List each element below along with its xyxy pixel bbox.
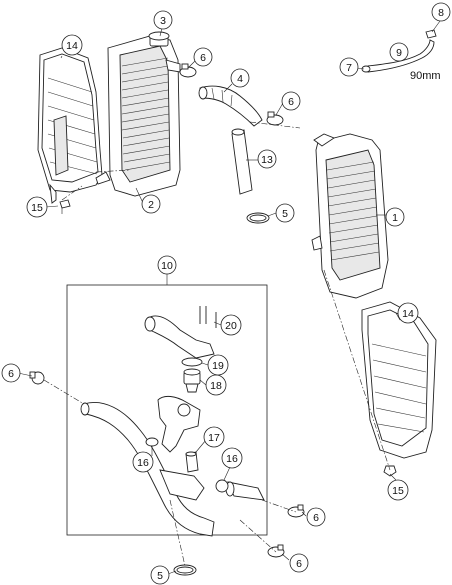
callout-18: 18 xyxy=(205,374,227,396)
callout-16-right: 16 xyxy=(221,447,243,469)
radiator-hose xyxy=(198,85,263,127)
svg-text:6: 6 xyxy=(288,96,294,108)
hose-clamp-top-left xyxy=(179,63,197,78)
o-ring xyxy=(181,357,203,367)
svg-text:20: 20 xyxy=(225,320,237,332)
callout-17: 17 xyxy=(203,426,225,448)
svg-text:2: 2 xyxy=(148,199,154,211)
callout-1: 1 xyxy=(385,207,405,227)
screw-left xyxy=(59,199,71,214)
svg-text:6: 6 xyxy=(313,512,319,524)
callout-6-top-left: 6 xyxy=(193,47,213,67)
callout-20: 20 xyxy=(220,314,242,336)
callout-7: 7 xyxy=(339,57,359,77)
callout-6-bottom: 6 xyxy=(289,553,309,573)
callout-15-right: 15 xyxy=(387,479,409,501)
callout-19: 19 xyxy=(207,354,229,376)
right-radiator xyxy=(311,133,389,299)
svg-text:6: 6 xyxy=(200,52,206,64)
callout-6-top-right: 6 xyxy=(281,91,301,111)
svg-text:5: 5 xyxy=(157,570,163,582)
callout-8: 8 xyxy=(431,2,451,22)
bleed-hose xyxy=(361,29,437,73)
band-clamp-left xyxy=(145,437,159,447)
svg-text:6: 6 xyxy=(8,368,14,380)
hose-clamp-left xyxy=(29,371,45,385)
callout-9: 9 xyxy=(389,42,409,62)
callout-14-left: 14 xyxy=(61,34,83,56)
thermostat-housing xyxy=(157,395,201,453)
callout-2: 2 xyxy=(141,194,161,214)
callout-3: 3 xyxy=(153,10,173,30)
svg-text:14: 14 xyxy=(402,308,414,320)
hose-length-label: 90mm xyxy=(410,70,441,82)
coolant-tube xyxy=(231,128,253,195)
svg-text:15: 15 xyxy=(31,202,43,214)
callout-10: 10 xyxy=(157,255,177,275)
svg-text:18: 18 xyxy=(210,380,222,392)
thermostat xyxy=(183,368,201,393)
svg-text:16: 16 xyxy=(226,453,238,465)
svg-text:17: 17 xyxy=(208,432,220,444)
callout-16-left: 16 xyxy=(132,451,154,473)
callout-4: 4 xyxy=(230,68,250,88)
svg-text:3: 3 xyxy=(160,15,166,27)
hose-clamp-band-upper xyxy=(246,212,270,224)
band-clamp-right xyxy=(215,479,229,493)
hose-clamp-top-right xyxy=(266,111,284,126)
svg-text:5: 5 xyxy=(282,208,288,220)
hose-clamp-lower-right xyxy=(287,504,305,518)
pins xyxy=(199,306,217,328)
svg-text:13: 13 xyxy=(261,154,273,166)
svg-text:8: 8 xyxy=(438,7,444,19)
svg-text:15: 15 xyxy=(392,485,404,497)
callout-6-left: 6 xyxy=(1,363,21,383)
svg-text:19: 19 xyxy=(212,360,224,372)
thermostat-upper-hose xyxy=(144,315,215,359)
svg-text:6: 6 xyxy=(296,558,302,570)
svg-text:10: 10 xyxy=(161,260,173,272)
leader-lines xyxy=(17,20,441,575)
assembly-center-lines xyxy=(43,121,391,567)
callout-5-lower: 5 xyxy=(150,565,170,585)
svg-text:14: 14 xyxy=(66,40,78,52)
left-radiator-spoiler xyxy=(37,47,103,204)
svg-text:4: 4 xyxy=(237,73,243,85)
svg-text:16: 16 xyxy=(137,457,149,469)
right-radiator-spoiler xyxy=(361,301,437,459)
hose-connector xyxy=(185,451,199,473)
callout-15-left: 15 xyxy=(26,196,48,218)
callout-6-lower-right: 6 xyxy=(306,507,326,527)
svg-text:9: 9 xyxy=(396,47,402,59)
callout-5-upper: 5 xyxy=(275,203,295,223)
callout-14-right: 14 xyxy=(397,302,419,324)
hose-clamp-bottom xyxy=(267,544,285,558)
left-radiator xyxy=(95,31,181,197)
hose-clamp-band-lower xyxy=(173,564,197,576)
screw-right xyxy=(383,465,397,477)
svg-text:7: 7 xyxy=(346,62,352,74)
callout-13: 13 xyxy=(257,149,277,169)
svg-text:1: 1 xyxy=(392,212,398,224)
small-hose-piece xyxy=(225,481,265,501)
